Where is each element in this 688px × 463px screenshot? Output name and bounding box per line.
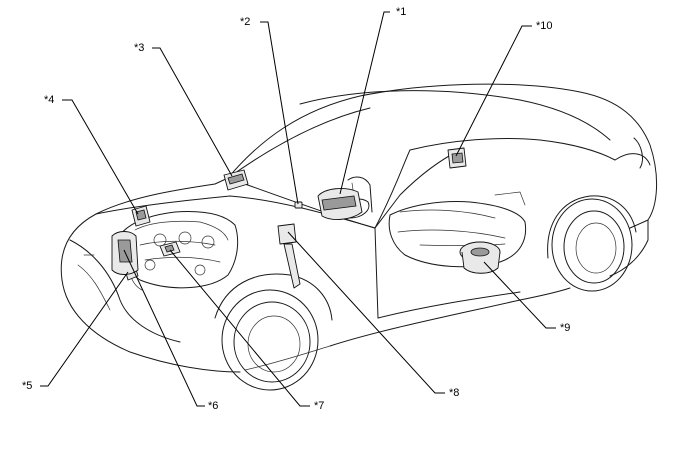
callout-6: *6 [208,400,219,412]
callout-10: *10 [536,20,553,32]
component-2 [294,201,303,209]
rear-wheel [547,195,637,292]
callout-3: *3 [134,42,145,54]
leader-5 [40,271,129,387]
leader-7 [169,249,310,407]
leader-6 [123,249,205,407]
component-7 [159,241,181,257]
leader-1 [339,11,390,195]
component-3 [223,169,249,191]
leader-8 [287,231,445,394]
callout-9: *9 [560,322,571,334]
callout-8: *8 [449,387,460,399]
leader-lines [40,11,556,407]
leader-4 [62,99,139,215]
component-10 [447,147,467,169]
callout-7: *7 [314,400,325,412]
front-wheel [214,273,333,391]
leader-3 [152,47,233,177]
callout-2: *2 [240,16,251,28]
callout-4: *4 [44,94,55,106]
component-9 [459,241,501,274]
component-8 [277,223,301,289]
callout-1: *1 [396,6,407,18]
engine-assembly [119,211,239,291]
car-body-outline [60,83,658,373]
leader-10 [455,25,532,157]
component-1 [317,188,363,220]
callout-5: *5 [22,380,33,392]
leader-2 [260,21,299,205]
leader-9 [483,261,556,329]
